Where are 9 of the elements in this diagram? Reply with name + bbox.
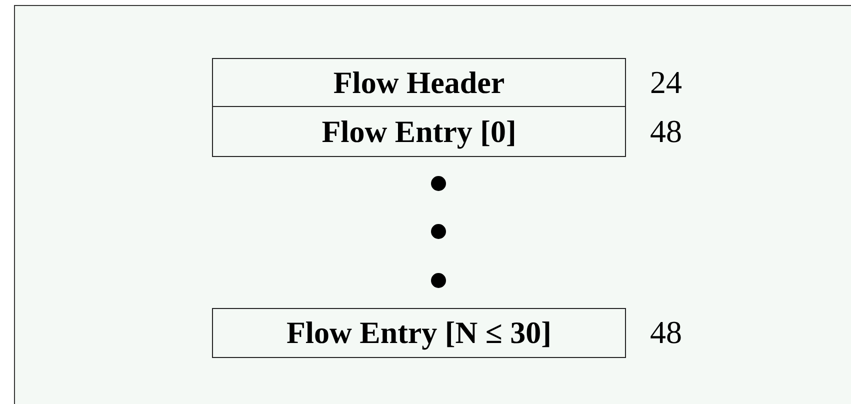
field-box xyxy=(212,106,626,157)
byte-size: 48 xyxy=(650,314,682,351)
field-box xyxy=(212,308,626,358)
field-box xyxy=(212,58,626,107)
field-name: Flow Entry [N ≤ 30] xyxy=(286,315,552,351)
byte-size: 48 xyxy=(650,112,682,150)
field-name: Flow Header xyxy=(333,64,505,100)
field-name: Flow Entry [0] xyxy=(322,114,516,150)
byte-size: 24 xyxy=(650,64,682,100)
